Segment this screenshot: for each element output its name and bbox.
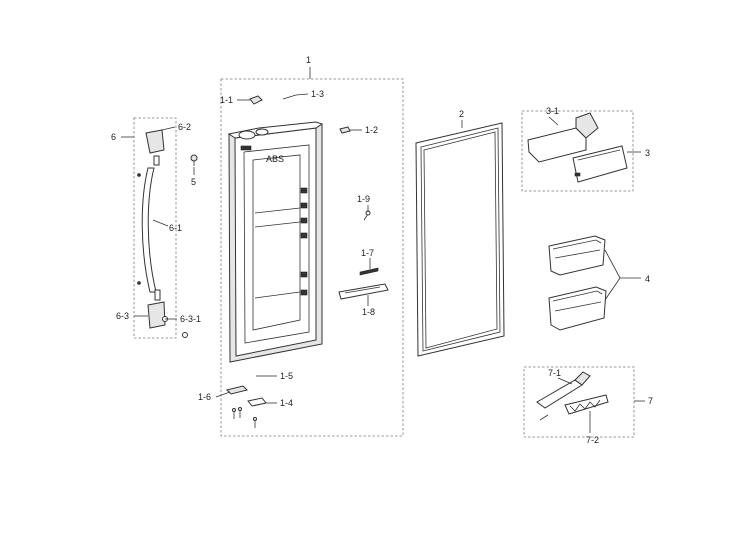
callout-6-1: 6-1	[169, 223, 182, 233]
part-1-8-bin	[338, 283, 389, 300]
callout-2: 2	[459, 109, 464, 119]
callout-6-3-1: 6-3-1	[180, 314, 201, 324]
callout-6-3: 6-3	[116, 311, 129, 321]
part-1-9-screw	[363, 210, 371, 221]
callout-1-7: 1-7	[361, 248, 374, 258]
door-assembly: ABS	[227, 121, 324, 363]
callout-1-8: 1-8	[362, 307, 375, 317]
part-1-3-pin	[282, 94, 297, 100]
callout-1-3: 1-3	[311, 89, 324, 99]
callout-7-1: 7-1	[548, 368, 561, 378]
part-1-2-bracket	[339, 126, 351, 134]
callout-1-5: 1-5	[280, 371, 293, 381]
bin-4-lower	[548, 286, 607, 331]
callout-7: 7	[648, 396, 653, 406]
callout-7-2: 7-2	[586, 435, 599, 445]
callout-1: 1	[306, 55, 311, 65]
callout-3-1: 3-1	[546, 106, 559, 116]
part-1-7-strip	[359, 267, 379, 276]
group-box-bin-3	[521, 110, 634, 192]
callout-1-1: 1-1	[220, 95, 233, 105]
bin-4-upper	[548, 235, 606, 276]
group-box-handle	[133, 117, 177, 339]
callout-1-9: 1-9	[357, 194, 370, 204]
callout-5: 5	[191, 177, 196, 187]
part-1-4-hinge-pin	[247, 397, 267, 407]
callout-1-6: 1-6	[198, 392, 211, 402]
svg-text:ABS: ABS	[266, 154, 284, 164]
part-1-6-hinge	[226, 385, 248, 395]
part-1-1-clip	[249, 95, 263, 105]
callout-1-4: 1-4	[280, 398, 293, 408]
group-box-door	[220, 78, 404, 437]
leader-lines	[121, 67, 645, 433]
part-1-screws	[232, 407, 257, 428]
callout-3: 3	[645, 148, 650, 158]
callout-4: 4	[645, 274, 650, 284]
rack-7	[536, 371, 609, 421]
callout-1-2: 1-2	[365, 125, 378, 135]
door-handle	[137, 129, 188, 338]
door-gasket	[415, 122, 505, 357]
callout-6-2: 6-2	[178, 122, 191, 132]
part-5-screw	[190, 154, 198, 166]
bin-3	[527, 112, 628, 183]
callout-6: 6	[111, 132, 116, 142]
group-box-rack-7	[523, 366, 635, 438]
